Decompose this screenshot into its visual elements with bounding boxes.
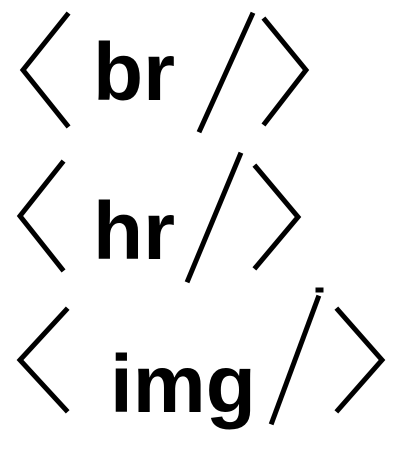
slash-stroke bbox=[184, 151, 244, 284]
open-angle-bracket bbox=[16, 159, 66, 273]
tag-row-br: br bbox=[19, 11, 310, 134]
tag-name-br: br bbox=[93, 27, 175, 118]
slash-stroke bbox=[196, 11, 256, 134]
tag-row-hr: hr bbox=[16, 151, 302, 284]
close-angle-bracket bbox=[334, 306, 386, 414]
tag-name-hr: hr bbox=[93, 186, 175, 277]
open-angle-bracket bbox=[19, 11, 71, 129]
tag-name-img: img bbox=[110, 339, 256, 430]
close-angle-bracket bbox=[252, 163, 302, 271]
close-angle-bracket bbox=[261, 16, 310, 127]
slash-stroke bbox=[268, 294, 322, 426]
open-angle-bracket bbox=[16, 306, 70, 414]
tag-row-img: img bbox=[16, 287, 386, 430]
